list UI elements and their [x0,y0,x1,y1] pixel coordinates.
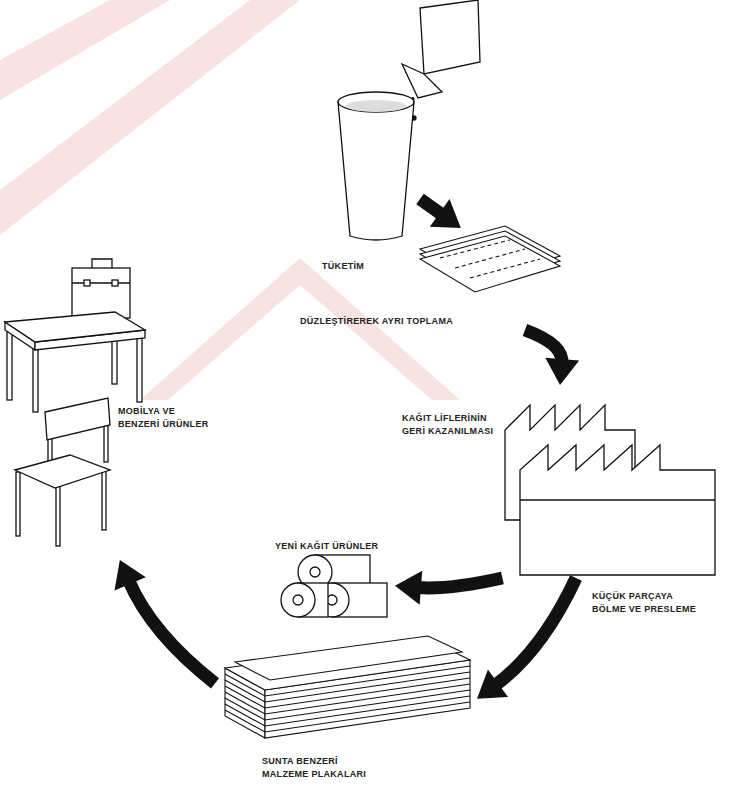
briefcase-handle [92,259,112,268]
factory-wall-line [520,499,715,500]
furniture [5,259,145,546]
flow-arrow [395,571,502,605]
carton-spout [402,64,442,98]
stage-label: YENİ KAĞIT ÜRÜNLER [275,540,395,553]
stage-node: SUNTA BENZERİ MALZEME PLAKALARI [215,634,477,788]
arrow-head [545,358,579,385]
flattened-cartons [420,226,560,292]
table-leg [7,328,12,400]
table-leg [137,336,142,402]
stage-label: TÜKETİM [322,260,392,273]
watermark-chevron [140,258,460,400]
arrow-head [395,571,422,605]
arrow-shaft [525,330,562,363]
briefcase-latch [84,280,90,286]
briefcase-latch [112,280,118,286]
chair-leg [102,470,106,530]
cup-liquid [346,100,406,112]
stage-node: KAĞIT LİFLERİNİN GERİ KAZANILMASI [400,385,720,578]
chair-leg [16,472,20,536]
roll-end [281,583,315,617]
table-leg [33,348,38,412]
factory [505,405,715,575]
carton-body [420,0,480,74]
arrow-head [477,670,508,699]
cup-rim [338,92,414,112]
stage-node: MOBİLYA VE BENZERİ ÜRÜNLER [0,252,235,560]
watermark [0,0,460,400]
chair-leg [56,486,60,546]
stage-label: MOBİLYA VE BENZERİ ÜRÜNLER [118,405,218,431]
briefcase-flap [72,282,130,283]
chair-back [45,398,110,440]
flow-arrow [525,330,579,385]
stage-label: KAĞIT LİFLERİNİN GERİ KAZANILMASI [402,412,508,438]
stage-node: YENİ KAĞIT ÜRÜNLER [270,538,395,625]
chair-seat [15,455,110,488]
arrow-head [114,560,145,591]
stage-node: DÜZLEŞTİREREK AYRI TOPLAMA [298,228,565,330]
board-stack [225,636,470,738]
stage-node: TÜKETİM [315,85,420,275]
stage-label: SUNTA BENZERİ MALZEME PLAKALARI [262,755,387,781]
roll-core [293,595,303,605]
arrow-head [430,199,461,228]
arrow-shaft [420,199,443,215]
flow-arrow [477,578,576,699]
briefcase [72,268,130,318]
sheet [420,236,560,292]
watermark-band [0,0,300,235]
roll-core [310,567,320,577]
arrow-shaft [495,578,576,686]
cup [338,92,414,240]
factory-building [520,445,715,575]
paper-rolls [281,555,387,617]
stage-label: DÜZLEŞTİREREK AYRI TOPLAMA [300,315,540,328]
flow-arrow [420,199,461,228]
cup-body [338,102,414,240]
chair-post [104,422,108,462]
table-top [5,312,145,342]
sheet-fold [440,240,540,278]
edge-label: KÜÇÜK PARÇAYA BÖLME VE PRESLEME [592,590,704,616]
board-top-sheet [235,636,462,680]
arrow-shaft [129,580,215,683]
arrow-shaft [417,578,502,588]
flow-arrow [114,560,215,683]
